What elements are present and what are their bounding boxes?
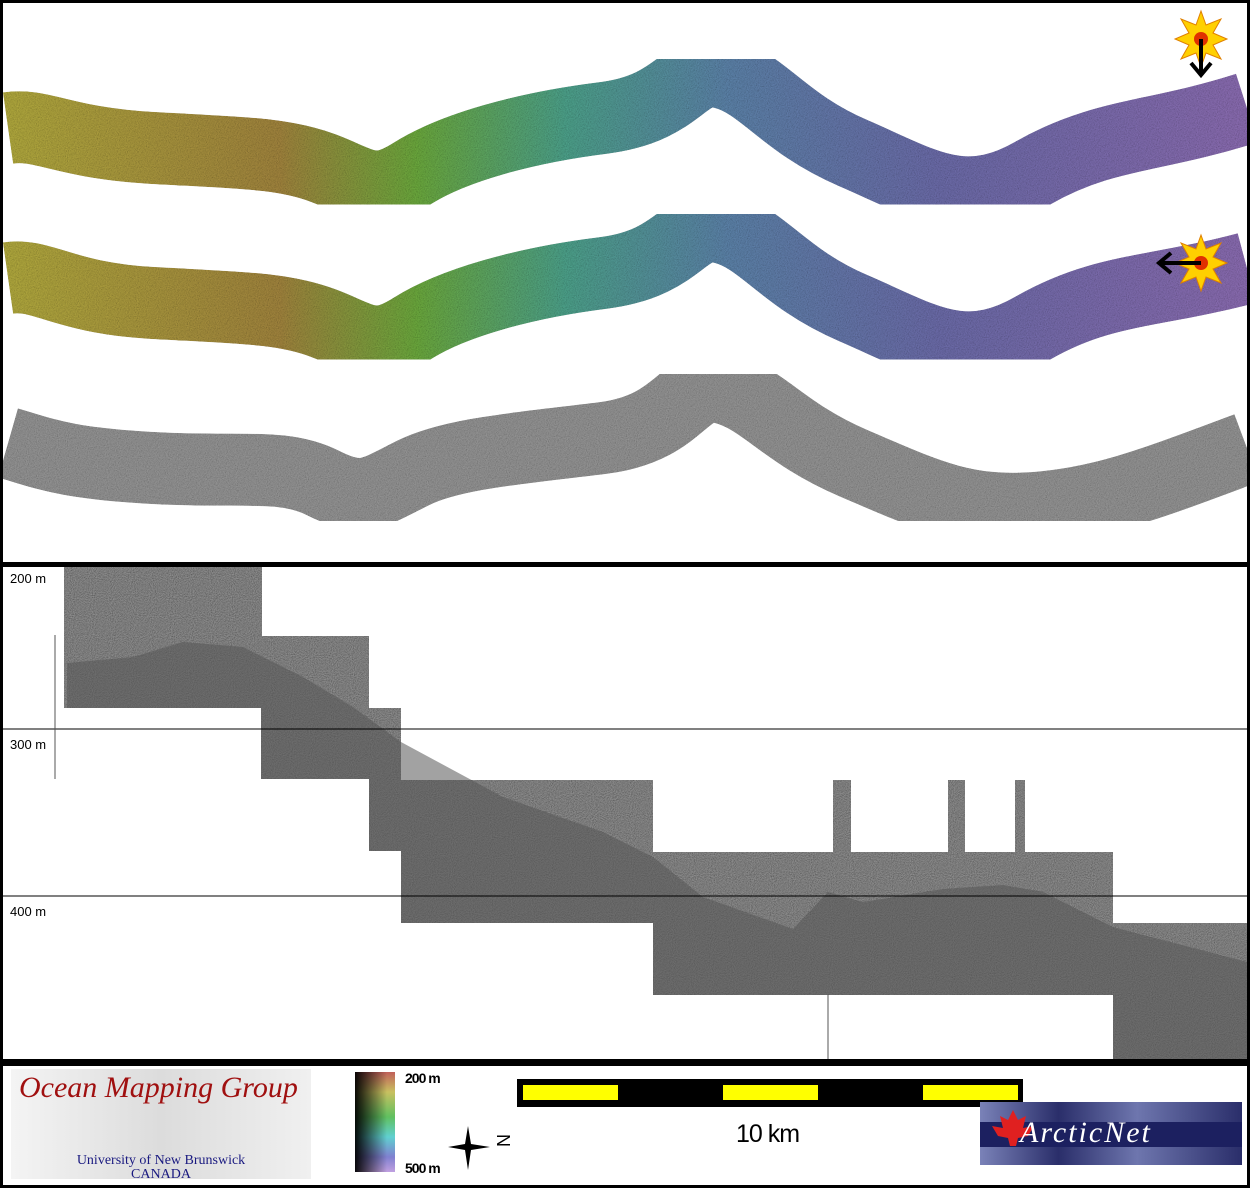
scale-bar	[517, 1079, 1023, 1107]
seafloor-subsurface	[67, 642, 1247, 1059]
subbottom-profile-panel: 200 m 300 m 400 m	[3, 567, 1247, 1059]
sun-illuminated-swath-west	[2, 190, 1250, 384]
swath-maps-panel	[0, 3, 1250, 562]
ocean-mapping-group-logo: Ocean Mapping Group University of New Br…	[11, 1069, 311, 1182]
colorbar-shading	[355, 1072, 395, 1172]
north-label: N	[493, 1134, 513, 1147]
legend-panel: Ocean Mapping Group University of New Br…	[3, 1066, 1247, 1185]
colorbar-bottom-label: 500 m	[405, 1160, 441, 1176]
omg-logo-country: CANADA	[131, 1167, 191, 1182]
omg-logo-title: Ocean Mapping Group	[19, 1071, 298, 1104]
compass-star-icon	[448, 1126, 490, 1170]
maple-leaf-icon	[992, 1110, 1034, 1146]
scale-segment	[723, 1085, 818, 1100]
sun-icon-north	[1173, 9, 1229, 79]
arcticnet-logo-text: ArcticNet	[1020, 1116, 1152, 1149]
omg-logo-university: University of New Brunswick	[76, 1153, 246, 1168]
colorbar-top-label: 200 m	[405, 1070, 441, 1086]
arcticnet-logo: ArcticNet	[980, 1102, 1242, 1165]
sun-illuminated-swath-north	[2, 35, 1250, 229]
subbottom-profile	[3, 567, 1247, 1059]
scale-segment	[923, 1085, 1018, 1100]
backscatter-swath	[0, 350, 1250, 545]
depth-label-400: 400 m	[10, 904, 47, 919]
north-arrow: N	[448, 1124, 518, 1179]
swath-maps	[0, 9, 1250, 545]
scale-label: 10 km	[736, 1120, 800, 1148]
scale-segment	[523, 1085, 618, 1100]
depth-label-200: 200 m	[10, 571, 47, 586]
sun-icon-west	[1155, 233, 1229, 293]
depth-label-300: 300 m	[10, 737, 47, 752]
